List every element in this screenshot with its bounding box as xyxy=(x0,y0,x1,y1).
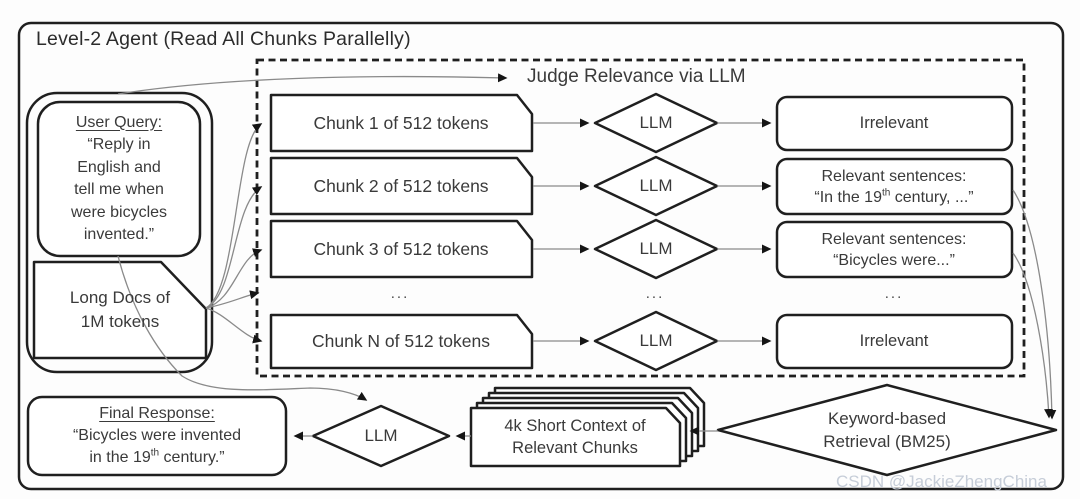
final-response-text: Final Response: “Bicycles were invented … xyxy=(30,398,284,474)
result-n-label: Irrelevant xyxy=(859,332,929,350)
chunk-n-box xyxy=(269,313,534,370)
chunk-2-box xyxy=(269,156,534,216)
long-docs-line: 1M tokens xyxy=(80,312,160,331)
arrow-docs-to-ellipsis-row xyxy=(205,290,260,309)
result-n-box xyxy=(775,313,1014,370)
diagram-title: Level-2 Agent (Read All Chunks Parallell… xyxy=(36,28,411,50)
final-response-heading: Final Response: xyxy=(99,405,215,422)
context-stack xyxy=(469,386,706,468)
final-response-box xyxy=(26,395,288,477)
arrow-docs-to-chunk-1 xyxy=(205,123,263,309)
result-3-label: Relevant sentences: “Bicycles were...” xyxy=(777,222,1011,277)
chunk-column-ellipsis: ... xyxy=(390,284,410,302)
quote-text: “In the 19 xyxy=(814,188,882,206)
context-stack-line1: 4k Short Context of xyxy=(504,416,646,435)
long-docs-box xyxy=(32,260,208,360)
user-query-line: were bicycles xyxy=(70,203,168,221)
retrieval-label: Keyword-based Retrieval (BM25) xyxy=(757,398,1017,462)
retrieval-line2: Retrieval (BM25) xyxy=(823,432,951,451)
chunk-3-label: Chunk 3 of 512 tokens xyxy=(313,238,489,259)
long-docs-text: Long Docs of 1M tokens xyxy=(34,264,206,356)
result-2-box xyxy=(775,157,1014,216)
llm-column-ellipsis: ... xyxy=(645,284,665,302)
result-2-label: Relevant sentences: “In the 19th century… xyxy=(777,159,1011,214)
context-stack-front-card xyxy=(469,406,682,468)
llm-n-label: LLM xyxy=(639,331,673,350)
user-query-line: tell me when xyxy=(74,181,164,198)
final-llm-diamond xyxy=(311,404,451,468)
quote-text: century, ...” xyxy=(890,188,974,206)
context-stack-label: 4k Short Context of Relevant Chunks xyxy=(478,409,672,464)
retrieval-line1: Keyword-based xyxy=(827,409,947,428)
llm-2-label: LLM xyxy=(639,176,673,195)
arrow-query-to-judge-label xyxy=(117,73,508,95)
result-2-quote: “In the 19th century, ...” xyxy=(814,187,973,208)
result-1-box xyxy=(775,95,1014,152)
final-response-line1: “Bicycles were invented xyxy=(72,427,242,444)
judge-relevance-dashed-region xyxy=(255,58,1026,378)
result-3-line1: Relevant sentences: xyxy=(821,230,967,248)
result-1-label: Irrelevant xyxy=(859,114,929,132)
watermark: CSDN @JackieZhengChina xyxy=(836,472,1047,491)
llm-3-label: LLM xyxy=(639,239,673,258)
query-docs-wrapper-box xyxy=(25,91,214,374)
arrow-docs-to-chunk-2 xyxy=(205,186,263,309)
superscript-th: th xyxy=(150,447,160,459)
quote-text: in the 19 xyxy=(89,449,151,466)
arrow-result3-to-retrieval xyxy=(1012,252,1054,419)
arrow-docs-to-chunk-n xyxy=(205,307,263,344)
outer-container-box xyxy=(17,21,1065,491)
final-llm-label: LLM xyxy=(364,426,398,445)
chunk-2-label: Chunk 2 of 512 tokens xyxy=(313,175,489,196)
user-query-line: invented.” xyxy=(83,226,155,243)
chunk-n-label: Chunk N of 512 tokens xyxy=(311,331,491,351)
user-query-line: English and xyxy=(77,158,161,176)
superscript-th: th xyxy=(881,187,891,199)
chunk-1-label: Chunk 1 of 512 tokens xyxy=(313,112,489,133)
user-query-line: “Reply in xyxy=(87,136,151,153)
result-3-line2: “Bicycles were...” xyxy=(833,251,955,269)
user-query-heading: User Query: xyxy=(75,113,163,131)
user-query-box xyxy=(36,100,202,258)
arrows xyxy=(117,73,1057,441)
result-column-ellipsis: ... xyxy=(884,284,904,302)
arrow-query-to-final-llm xyxy=(117,255,368,401)
retrieval-diamond xyxy=(716,383,1058,477)
result-2-line1: Relevant sentences: xyxy=(821,167,967,185)
chunk-1-box xyxy=(269,93,534,153)
arrow-result2-to-retrieval xyxy=(1012,189,1057,420)
llm-1-label: LLM xyxy=(639,113,673,132)
context-stack-line2: Relevant Chunks xyxy=(512,438,638,457)
result-3-box xyxy=(775,220,1014,279)
user-query-text: User Query: “Reply in English and tell m… xyxy=(39,104,199,254)
quote-text: century.” xyxy=(159,449,225,466)
arrow-docs-to-chunk-3 xyxy=(205,248,263,309)
long-docs-line: Long Docs of xyxy=(69,288,171,307)
chunk-3-box xyxy=(269,219,534,279)
final-response-line2: in the 19th century.” xyxy=(89,447,224,469)
judge-relevance-label: Judge Relevance via LLM xyxy=(527,66,746,87)
